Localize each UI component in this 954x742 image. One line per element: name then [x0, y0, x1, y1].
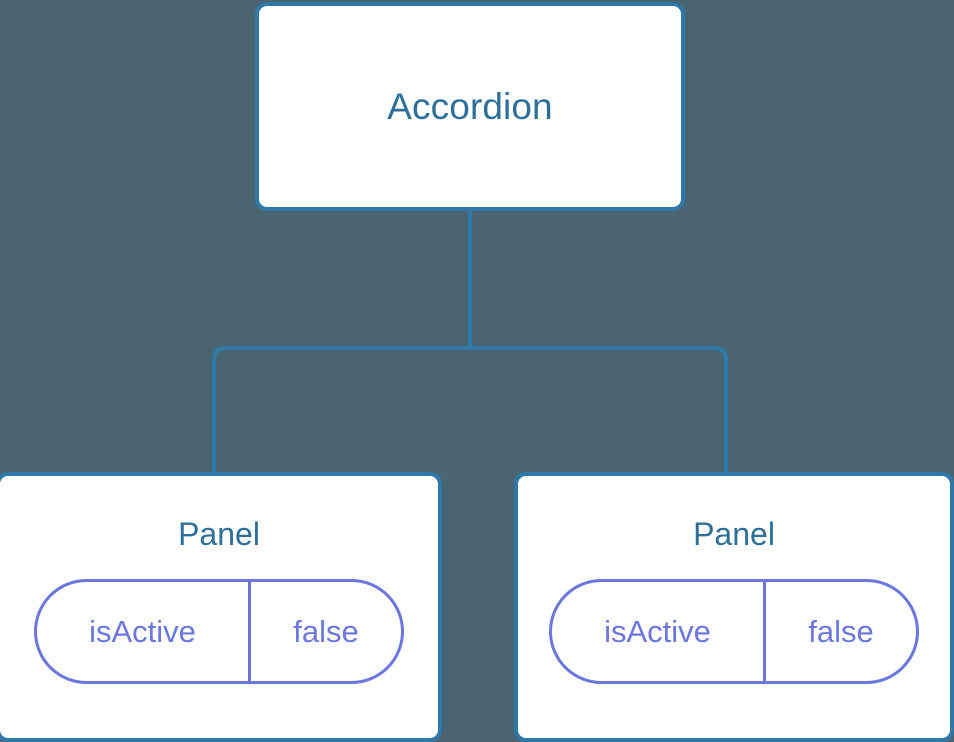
node-accordion[interactable]: Accordion [255, 2, 685, 211]
prop-key-label: isActive [37, 582, 251, 681]
edge-children-bus [212, 346, 728, 474]
node-panel-left-title: Panel [178, 516, 260, 552]
prop-value-label: false [293, 614, 359, 649]
node-panel-right[interactable]: Panel isActive false [514, 472, 954, 742]
node-panel-left[interactable]: Panel isActive false [0, 472, 442, 742]
prop-value-label: false [808, 614, 874, 649]
node-panel-right-title: Panel [693, 516, 775, 552]
prop-key-label: isActive [552, 582, 766, 681]
prop-pill-is-active-left[interactable]: isActive false [34, 579, 404, 684]
prop-pill-is-active-right[interactable]: isActive false [549, 579, 919, 684]
node-accordion-title: Accordion [387, 86, 553, 127]
